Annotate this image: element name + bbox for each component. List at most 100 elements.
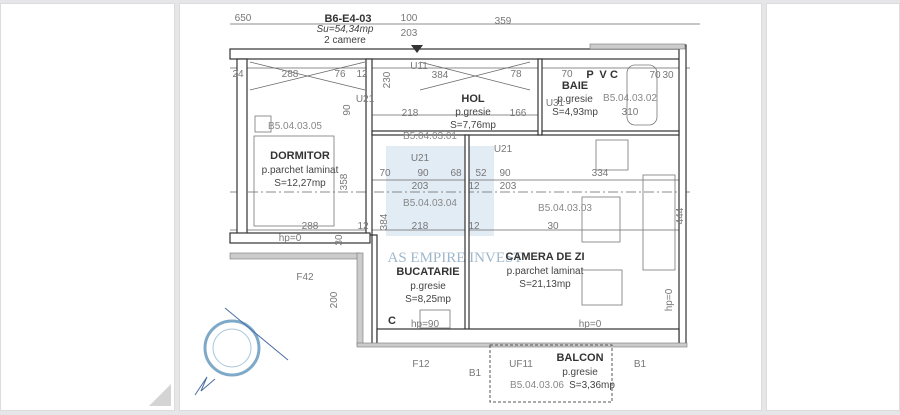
svg-text:203: 203 [500,181,517,192]
svg-text:DORMITOR: DORMITOR [270,150,330,162]
svg-text:30: 30 [547,221,559,232]
svg-text:CAMERA DE ZI: CAMERA DE ZI [505,251,584,263]
svg-text:218: 218 [402,108,419,119]
room-dormitor: DORMITOR p.parchet laminat S=12,27mp B5.… [262,121,339,189]
watermark-logo [386,146,494,236]
walls [229,43,688,348]
svg-text:BALCON: BALCON [556,352,603,364]
svg-text:288: 288 [282,69,299,80]
svg-text:B1: B1 [634,359,647,370]
svg-text:218: 218 [412,221,429,232]
svg-text:HOL: HOL [461,93,485,105]
svg-text:V: V [599,69,607,81]
room-hol: HOL p.gresie S=7,76mp B5.04.03.01 [403,93,496,142]
svg-text:90: 90 [499,168,511,179]
svg-text:S=8,25mp: S=8,25mp [405,294,451,305]
svg-text:UF11: UF11 [509,359,533,370]
svg-text:30: 30 [662,70,674,81]
svg-text:hp=0: hp=0 [279,233,302,244]
svg-text:12: 12 [468,181,480,192]
svg-text:p.gresie: p.gresie [410,281,446,292]
previous-image-panel[interactable] [0,3,175,411]
balcony-outline [489,344,613,403]
svg-text:30: 30 [334,234,345,246]
svg-text:24: 24 [232,69,244,80]
svg-text:p.gresie: p.gresie [557,94,593,105]
room-baie: BAIE p.gresie S=4,93mp B5.04.03.02 [552,80,657,118]
svg-text:52: 52 [475,168,487,179]
svg-text:C: C [610,69,618,81]
svg-text:S=4,93mp: S=4,93mp [552,107,598,118]
svg-text:203: 203 [412,181,429,192]
svg-text:B5.04.03.01: B5.04.03.01 [403,131,457,142]
rooms-count: 2 camere [324,35,366,46]
svg-text:12: 12 [468,221,480,232]
next-image-panel[interactable] [766,3,900,411]
entrance-marker-icon [411,45,423,53]
svg-text:C: C [388,315,396,327]
dimension-labels: 650 100 203 359 24 288 76 12 230 384 78 … [232,13,686,308]
hatch-line [249,61,366,91]
svg-text:444: 444 [675,207,686,224]
watermark-text: AS EMPIRE INVEST [387,250,522,266]
svg-text:76: 76 [334,69,346,80]
hatch-line [419,61,531,91]
svg-text:90: 90 [342,104,353,116]
svg-text:U11: U11 [410,61,428,72]
svg-text:BAIE: BAIE [562,80,588,92]
svg-text:B5.04.03.06: B5.04.03.06 [510,380,564,391]
room-balcon: BALCON p.gresie S=3,36mp B5.04.03.06 [510,352,615,391]
svg-text:BUCATARIE: BUCATARIE [396,266,459,278]
svg-text:288: 288 [302,221,319,232]
svg-text:78: 78 [510,69,522,80]
furniture [253,64,676,329]
svg-text:B5.04.03.05: B5.04.03.05 [268,121,322,132]
svg-text:70: 70 [379,168,391,179]
svg-text:359: 359 [495,16,512,27]
svg-text:68: 68 [450,168,462,179]
svg-text:hp=90: hp=90 [411,319,440,330]
svg-text:310: 310 [622,107,639,118]
svg-text:hp=0: hp=0 [579,319,602,330]
svg-text:12: 12 [357,221,369,232]
svg-text:70: 70 [561,69,573,80]
svg-text:166: 166 [510,108,527,119]
svg-text:70: 70 [649,70,661,81]
unit-surface: Su=54,34mp [317,24,374,35]
svg-text:B5.04.03.02: B5.04.03.02 [603,93,657,104]
svg-text:200: 200 [329,291,340,308]
signature [194,376,216,396]
svg-text:334: 334 [592,168,609,179]
svg-text:S=7,76mp: S=7,76mp [450,120,496,131]
svg-text:p.parchet laminat: p.parchet laminat [262,165,339,176]
svg-text:p.gresie: p.gresie [455,107,491,118]
svg-text:B5.04.03.03: B5.04.03.03 [538,203,592,214]
svg-text:P: P [586,69,593,81]
svg-text:S=21,13mp: S=21,13mp [519,279,571,290]
svg-text:12: 12 [356,69,368,80]
svg-text:F42: F42 [296,272,314,283]
svg-text:100: 100 [401,13,418,24]
svg-text:230: 230 [382,71,393,88]
svg-text:S=12,27mp: S=12,27mp [274,178,326,189]
svg-text:U21: U21 [494,144,513,155]
svg-text:650: 650 [235,13,252,24]
unit-code: B6-E4-03 [324,13,371,25]
svg-text:B1: B1 [469,368,482,379]
svg-text:358: 358 [339,173,350,190]
svg-text:90: 90 [417,168,429,179]
svg-text:384: 384 [379,213,390,230]
svg-text:p.parchet laminat: p.parchet laminat [507,266,584,277]
svg-text:S=3,36mp: S=3,36mp [569,380,615,391]
svg-text:U21: U21 [356,94,375,105]
svg-text:B5.04.03.04: B5.04.03.04 [403,198,457,209]
room-camera-de-zi: CAMERA DE ZI p.parchet laminat S=21,13mp… [505,203,592,290]
room-bucatarie: BUCATARIE p.gresie S=8,25mp B5.04.03.04 [396,198,459,305]
svg-text:U21: U21 [411,153,430,164]
element-tags: U11 U21 U31 U21 U21 P V C C F42 F12 B1 U… [279,61,675,379]
svg-text:203: 203 [401,28,418,39]
svg-text:F12: F12 [412,359,430,370]
stamp-seal [194,307,289,396]
page-curl-icon [149,384,171,406]
